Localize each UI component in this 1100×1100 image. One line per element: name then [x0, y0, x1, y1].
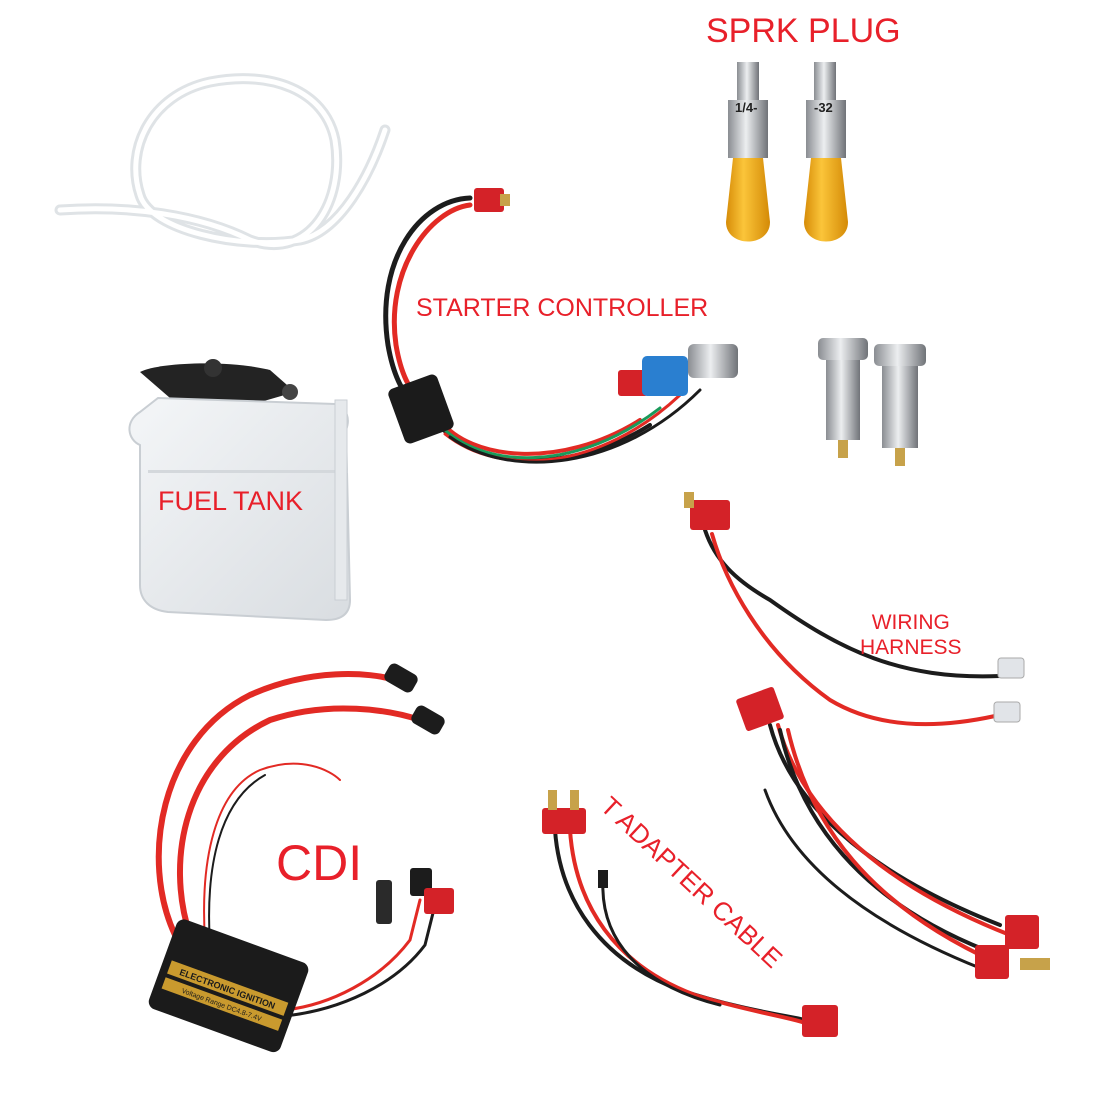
fuel-tank [128, 359, 352, 622]
starter-controller-label: STARTER CONTROLLER [416, 294, 709, 322]
wiring-harness-label-line2: HARNESS [860, 636, 962, 660]
wiring-harness-label: WIRING HARNESS [860, 610, 962, 660]
spark-plug-left: 1/4- [726, 62, 770, 242]
t-adapter-cable-right [736, 687, 1050, 979]
wiring-harness-label-line1: WIRING [871, 611, 950, 634]
spark-plug-left-marking: 1/4- [735, 100, 757, 115]
starter-controller [383, 188, 738, 464]
spark-plug-right-marking: -32 [814, 100, 833, 115]
fuel-hose [54, 73, 391, 251]
spark-plug-right: -32 [804, 62, 848, 242]
cdi-label: CDI [276, 835, 363, 891]
wiring-harness [684, 492, 1025, 727]
metal-switch-right [874, 344, 926, 466]
t-adapter-cable-left [542, 790, 838, 1037]
metal-switch-left [818, 338, 868, 458]
cdi-ignition: ELECTRONIC IGNITION Voltage Range DC4.8-… [148, 663, 454, 1053]
fuel-tank-label: FUEL TANK [158, 486, 304, 516]
spark-plug-label: SPRK PLUG [706, 12, 901, 50]
